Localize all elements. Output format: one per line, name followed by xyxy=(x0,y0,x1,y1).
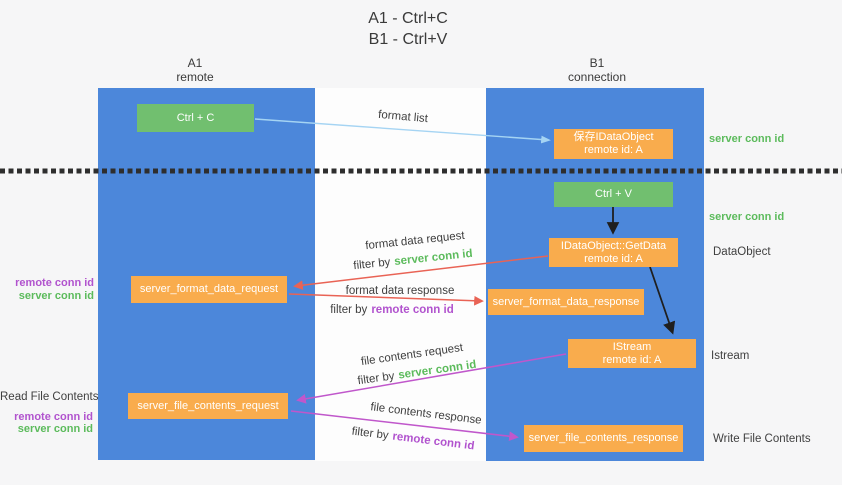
lane-b1-name: B1 xyxy=(589,56,605,70)
lane-a1-role: remote xyxy=(176,70,214,84)
node-server-file-contents-response-label: server_file_contents_response xyxy=(528,432,679,444)
arrow-file-contents-response xyxy=(290,410,519,442)
node-ctrl-c: Ctrl + C xyxy=(137,104,254,132)
node-server-file-contents-response: server_file_contents_response xyxy=(524,425,683,452)
lane-header-a1: A1 remote xyxy=(135,56,255,84)
right-label-dataobject: DataObject xyxy=(713,246,771,258)
node-server-format-data-response-label: server_format_data_response xyxy=(492,295,640,308)
title-line-2: B1 - Ctrl+V xyxy=(368,31,448,48)
left-label-read-file-contents: Read File Contents xyxy=(0,391,99,403)
lane-a1-name: A1 xyxy=(187,56,203,70)
right-label-write-file-contents: Write File Contents xyxy=(713,433,811,445)
arrow-format-list xyxy=(254,118,551,144)
left-label-server-conn-id-1: server conn id xyxy=(18,290,94,302)
arrow-file-contents-request xyxy=(296,353,567,404)
node-ctrl-c-label: Ctrl + C xyxy=(176,111,215,124)
right-label-istream: Istream xyxy=(711,350,750,362)
right-label-server-conn-id-mid: server conn id xyxy=(709,211,785,223)
left-label-server-conn-id-2: server conn id xyxy=(17,423,93,435)
node-server-file-contents-request: server_file_contents_request xyxy=(128,393,288,419)
lane-b1-role: connection xyxy=(567,70,627,84)
node-istream-line2: remote id: A xyxy=(602,353,662,366)
node-idataobject-getdata: IDataObject::GetData remote id: A xyxy=(549,238,678,267)
right-label-server-conn-id-top: server conn id xyxy=(709,133,785,145)
node-server-format-data-request-label: server_format_data_request xyxy=(139,283,279,295)
left-label-remote-conn-id-1: remote conn id xyxy=(15,277,94,289)
node-ctrl-v-label: Ctrl + V xyxy=(595,188,632,200)
filter-by-text: filter by xyxy=(330,304,368,316)
arrow-getdata-to-istream xyxy=(649,266,676,335)
node-server-format-data-response: server_format_data_response xyxy=(488,289,644,315)
node-server-file-contents-request-label: server_file_contents_request xyxy=(137,399,279,412)
node-getdata-line1: IDataObject::GetData xyxy=(560,239,667,252)
node-save-dataobject-line2: remote id: A xyxy=(584,144,643,156)
node-save-dataobject: 保存IDataObject remote id: A xyxy=(554,129,673,159)
lane-header-b1: B1 connection xyxy=(537,56,657,84)
middle-background-panel xyxy=(315,88,486,461)
node-server-format-data-request: server_format_data_request xyxy=(131,276,287,303)
arrow-format-data-request xyxy=(293,255,549,291)
node-getdata-line2: remote id: A xyxy=(584,252,643,265)
diagram-title: A1 - Ctrl+C B1 - Ctrl+V xyxy=(308,8,508,50)
node-istream-line1: IStream xyxy=(612,340,652,353)
node-save-dataobject-line1: 保存IDataObject xyxy=(573,131,654,143)
remote-conn-id-text: remote conn id xyxy=(371,304,454,316)
arrow-format-data-response xyxy=(288,293,484,306)
node-istream: IStream remote id: A xyxy=(568,339,696,368)
left-label-remote-conn-id-2: remote conn id xyxy=(14,411,93,423)
node-ctrl-v: Ctrl + V xyxy=(554,182,673,207)
title-line-1: A1 - Ctrl+C xyxy=(368,10,448,27)
edge-label-format-data-response: format data response xyxy=(345,285,455,297)
